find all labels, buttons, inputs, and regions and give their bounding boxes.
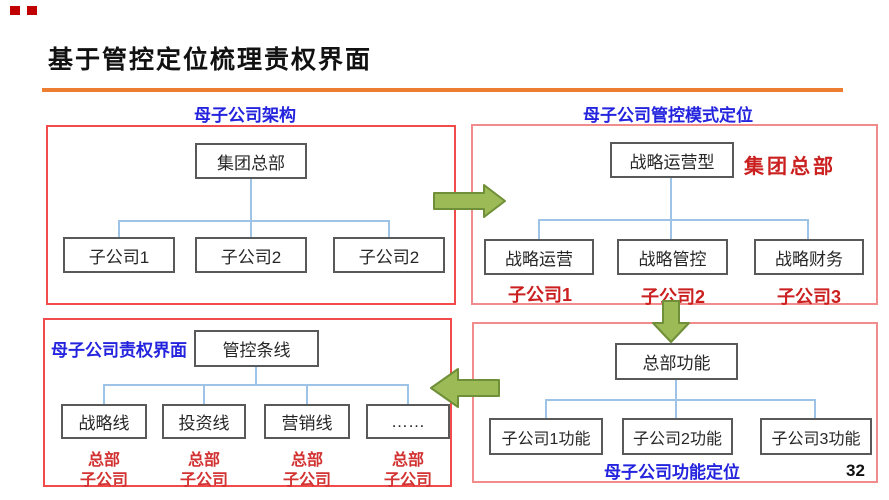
node-strategic-operation: 战略运营 xyxy=(484,239,594,275)
connector xyxy=(545,399,816,401)
panel-mode-label: 母子公司管控模式定位 xyxy=(583,106,753,125)
connector xyxy=(538,219,809,221)
node-marketing-line: 营销线 xyxy=(264,404,350,439)
annotation-hq-1: 总部 xyxy=(87,452,121,469)
connector xyxy=(203,384,205,404)
connector xyxy=(118,220,390,222)
node-subsidiary-1-function: 子公司1功能 xyxy=(489,418,603,455)
connector xyxy=(407,384,409,404)
node-investment-line: 投资线 xyxy=(162,404,246,439)
node-group-hq: 集团总部 xyxy=(195,143,307,179)
connector xyxy=(670,219,672,239)
page-number: 32 xyxy=(846,461,865,480)
node-subsidiary-3: 子公司2 xyxy=(333,237,445,273)
panel-function-label: 母子公司功能定位 xyxy=(604,463,740,482)
annotation-sub-2: 子公司 xyxy=(179,472,229,489)
node-subsidiary-2: 子公司2 xyxy=(195,237,307,273)
node-strategic-operation-type: 战略运营型 xyxy=(610,142,734,178)
connector xyxy=(807,219,809,239)
annotation-subsidiary-3: 子公司3 xyxy=(776,287,842,307)
page-title: 基于管控定位梳理责权界面 xyxy=(48,46,373,74)
annotation-subsidiary-2: 子公司2 xyxy=(640,287,706,307)
node-strategy-line: 战略线 xyxy=(61,404,147,439)
node-subsidiary-2-function: 子公司2功能 xyxy=(622,418,733,455)
annotation-hq-4: 总部 xyxy=(391,452,425,469)
title-bullet-icon xyxy=(27,6,37,15)
panel-interface-label: 母子公司责权界面 xyxy=(51,341,187,360)
node-subsidiary-1: 子公司1 xyxy=(63,237,175,273)
connector xyxy=(250,179,252,222)
node-control-lines: 管控条线 xyxy=(194,330,319,367)
connector xyxy=(814,399,816,418)
annotation-sub-3: 子公司 xyxy=(282,472,332,489)
annotation-hq-3: 总部 xyxy=(290,452,324,469)
connector xyxy=(118,220,120,237)
connector xyxy=(306,384,308,404)
node-ellipsis-line: …… xyxy=(366,404,450,439)
panel-structure-label: 母子公司架构 xyxy=(194,106,296,125)
title-bullet-icon xyxy=(10,6,20,15)
connector xyxy=(538,219,540,239)
node-hq-function: 总部功能 xyxy=(615,343,738,380)
annotation-sub-4: 子公司 xyxy=(383,472,433,489)
node-strategic-finance: 战略财务 xyxy=(754,239,864,275)
connector xyxy=(250,220,252,237)
annotation-subsidiary-1: 子公司1 xyxy=(507,285,573,305)
connector xyxy=(545,399,547,418)
annotation-group-hq: 集团总部 xyxy=(744,156,836,178)
connector xyxy=(255,367,257,385)
connector xyxy=(103,384,409,386)
connector xyxy=(103,384,105,404)
node-strategic-control: 战略管控 xyxy=(617,239,728,275)
node-subsidiary-3-function: 子公司3功能 xyxy=(760,418,872,455)
title-underline xyxy=(42,88,843,92)
annotation-sub-1: 子公司 xyxy=(79,472,129,489)
connector xyxy=(388,220,390,237)
connector xyxy=(675,399,677,418)
connector xyxy=(670,178,672,220)
connector xyxy=(675,380,677,400)
annotation-hq-2: 总部 xyxy=(187,452,221,469)
